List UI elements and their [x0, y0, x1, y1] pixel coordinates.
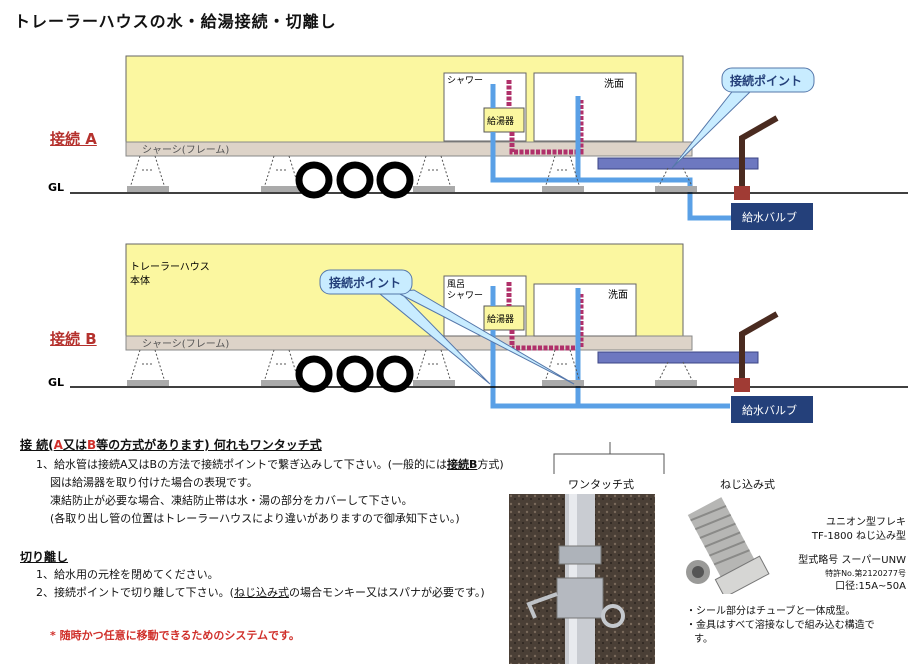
- washroom-box: [533, 283, 637, 337]
- wheels: [295, 161, 414, 199]
- bath-label-2: シャワー: [447, 291, 483, 301]
- valve-box: [731, 396, 813, 423]
- disconnect-line-1: 1、給水用の元栓を閉めてください。: [36, 568, 219, 581]
- hot-pipe: [506, 282, 584, 351]
- connection-line-3: 凍結防止が必要な場合、凍結防止帯は水・湯の部分をカバーして下さい。: [50, 494, 413, 507]
- screw-fitting-photo: [686, 497, 770, 594]
- trailer-body-label-1: トレーラーハウス: [130, 261, 210, 273]
- connection-point-callout: [721, 67, 815, 93]
- disconnect-line-2: 2、接続ポイントで切り離して下さい。(ねじ込み式の場合モンキー又はスパナが必要で…: [36, 586, 485, 599]
- screw-line-3: 型式略号 スーパーUNW: [798, 555, 906, 566]
- connection-a-label: 接続 A: [50, 130, 97, 148]
- water-pipe: [490, 84, 672, 183]
- connection-line-2: 図は給湯器を取り付けた場合の表現です。: [50, 476, 258, 489]
- drain-pipe: [597, 351, 759, 364]
- screw-spec: ユニオン型フレキ TF-1800 ねじ込み型: [788, 516, 906, 544]
- jack-stands: [129, 155, 694, 189]
- screw-line-2: TF-1800 ねじ込み型: [811, 531, 906, 542]
- connection-heading: 接 続(A又はB等の方式があります) 何れもワンタッチ式: [20, 436, 322, 453]
- connection-point-callout: [319, 269, 413, 295]
- diagram-b: トレーラーハウス 本体 シャーシ(フレーム) 風呂 シャワー 洗面 給湯器 GL…: [48, 243, 908, 423]
- chassis-label: シャーシ(フレーム): [142, 144, 229, 156]
- heading-pre: 接 続(: [20, 438, 54, 452]
- shower-label: シャワー: [447, 76, 483, 86]
- screw-line-1: ユニオン型フレキ: [826, 517, 906, 528]
- gl-label: GL: [48, 181, 64, 194]
- caption-bracket: [553, 442, 665, 474]
- connection-line-4: (各取り出し管の位置はトレーラーハウスにより違いがありますので御承知下さい。): [50, 512, 460, 525]
- screw-note-1: ・シール部分はチューブと一体成型。: [686, 606, 856, 617]
- heading-b: B: [86, 438, 97, 452]
- valve-box: [731, 203, 813, 230]
- one-touch-photo: [509, 494, 655, 664]
- disconnect-instructions: 1、給水用の元栓を閉めてください。 2、接続ポイントで切り離して下さい。(ねじ込…: [36, 566, 506, 602]
- valve-label: 給水バルブ: [742, 210, 797, 224]
- disconnect-heading: 切り離し: [20, 550, 69, 564]
- trailer-body-label-2: 本体: [130, 274, 150, 287]
- bath-label-1: 風呂: [447, 279, 465, 290]
- heater-label: 給湯器: [487, 115, 514, 127]
- valve-post: [739, 311, 779, 386]
- wheels: [295, 355, 414, 393]
- screw-notes: ・シール部分はチューブと一体成型。 ・金具はすべて溶接なしで組み込む構造で す。: [686, 605, 914, 647]
- chassis-label: シャーシ(フレーム): [142, 338, 229, 350]
- heading-post: 等の方式があります) 何れもワンタッチ式: [96, 438, 322, 452]
- washroom-label: 洗面: [604, 78, 624, 90]
- diagram-a: シャーシ(フレーム) シャワー 洗面 給湯器 GL 給水バルブ 接続ポイント: [48, 55, 908, 230]
- screw-note-2: ・金具はすべて溶接なしで組み込む構造で: [686, 620, 875, 631]
- jack-stands: [129, 349, 694, 383]
- system-note: * 随時かつ任意に移動できるためのシステムです。: [50, 629, 300, 642]
- supply-pipe: [672, 177, 734, 221]
- one-touch-caption: ワンタッチ式: [568, 478, 634, 491]
- screw-note-3: す。: [694, 634, 713, 645]
- screw-model: 型式略号 スーパーUNW 特許No.第2120277号 口径:15A~50A: [786, 554, 906, 593]
- water-heater: [483, 107, 525, 133]
- heater-label: 給湯器: [487, 313, 514, 325]
- connection-b-label: 接続 B: [50, 330, 97, 348]
- connection-instructions: 1、給水管は接続A又はBの方法で接続ポイントで繋ぎ込みして下さい。(一般的には接…: [36, 456, 506, 528]
- connection-line-1: 1、給水管は接続A又はBの方法で接続ポイントで繋ぎ込みして下さい。(一般的には接…: [36, 458, 504, 471]
- valve-post: [739, 115, 779, 194]
- heading-mid: 又は: [62, 438, 87, 452]
- screw-caption: ねじ込み式: [720, 478, 775, 491]
- washroom-label: 洗面: [608, 289, 628, 301]
- page-title: トレーラーハウスの水・給湯接続・切離し: [14, 12, 337, 31]
- screw-line-5: 口径:15A~50A: [835, 581, 906, 592]
- gl-label: GL: [48, 376, 64, 389]
- connection-point-label: 接続ポイント: [730, 73, 802, 88]
- washroom-box: [533, 72, 637, 142]
- valve-label: 給水バルブ: [742, 403, 797, 417]
- connection-point-label: 接続ポイント: [329, 275, 401, 290]
- drain-pipe: [597, 157, 759, 170]
- hot-pipe: [506, 80, 584, 155]
- heading-a: A: [53, 438, 63, 452]
- screw-line-4: 特許No.第2120277号: [825, 569, 906, 578]
- water-heater: [483, 305, 525, 331]
